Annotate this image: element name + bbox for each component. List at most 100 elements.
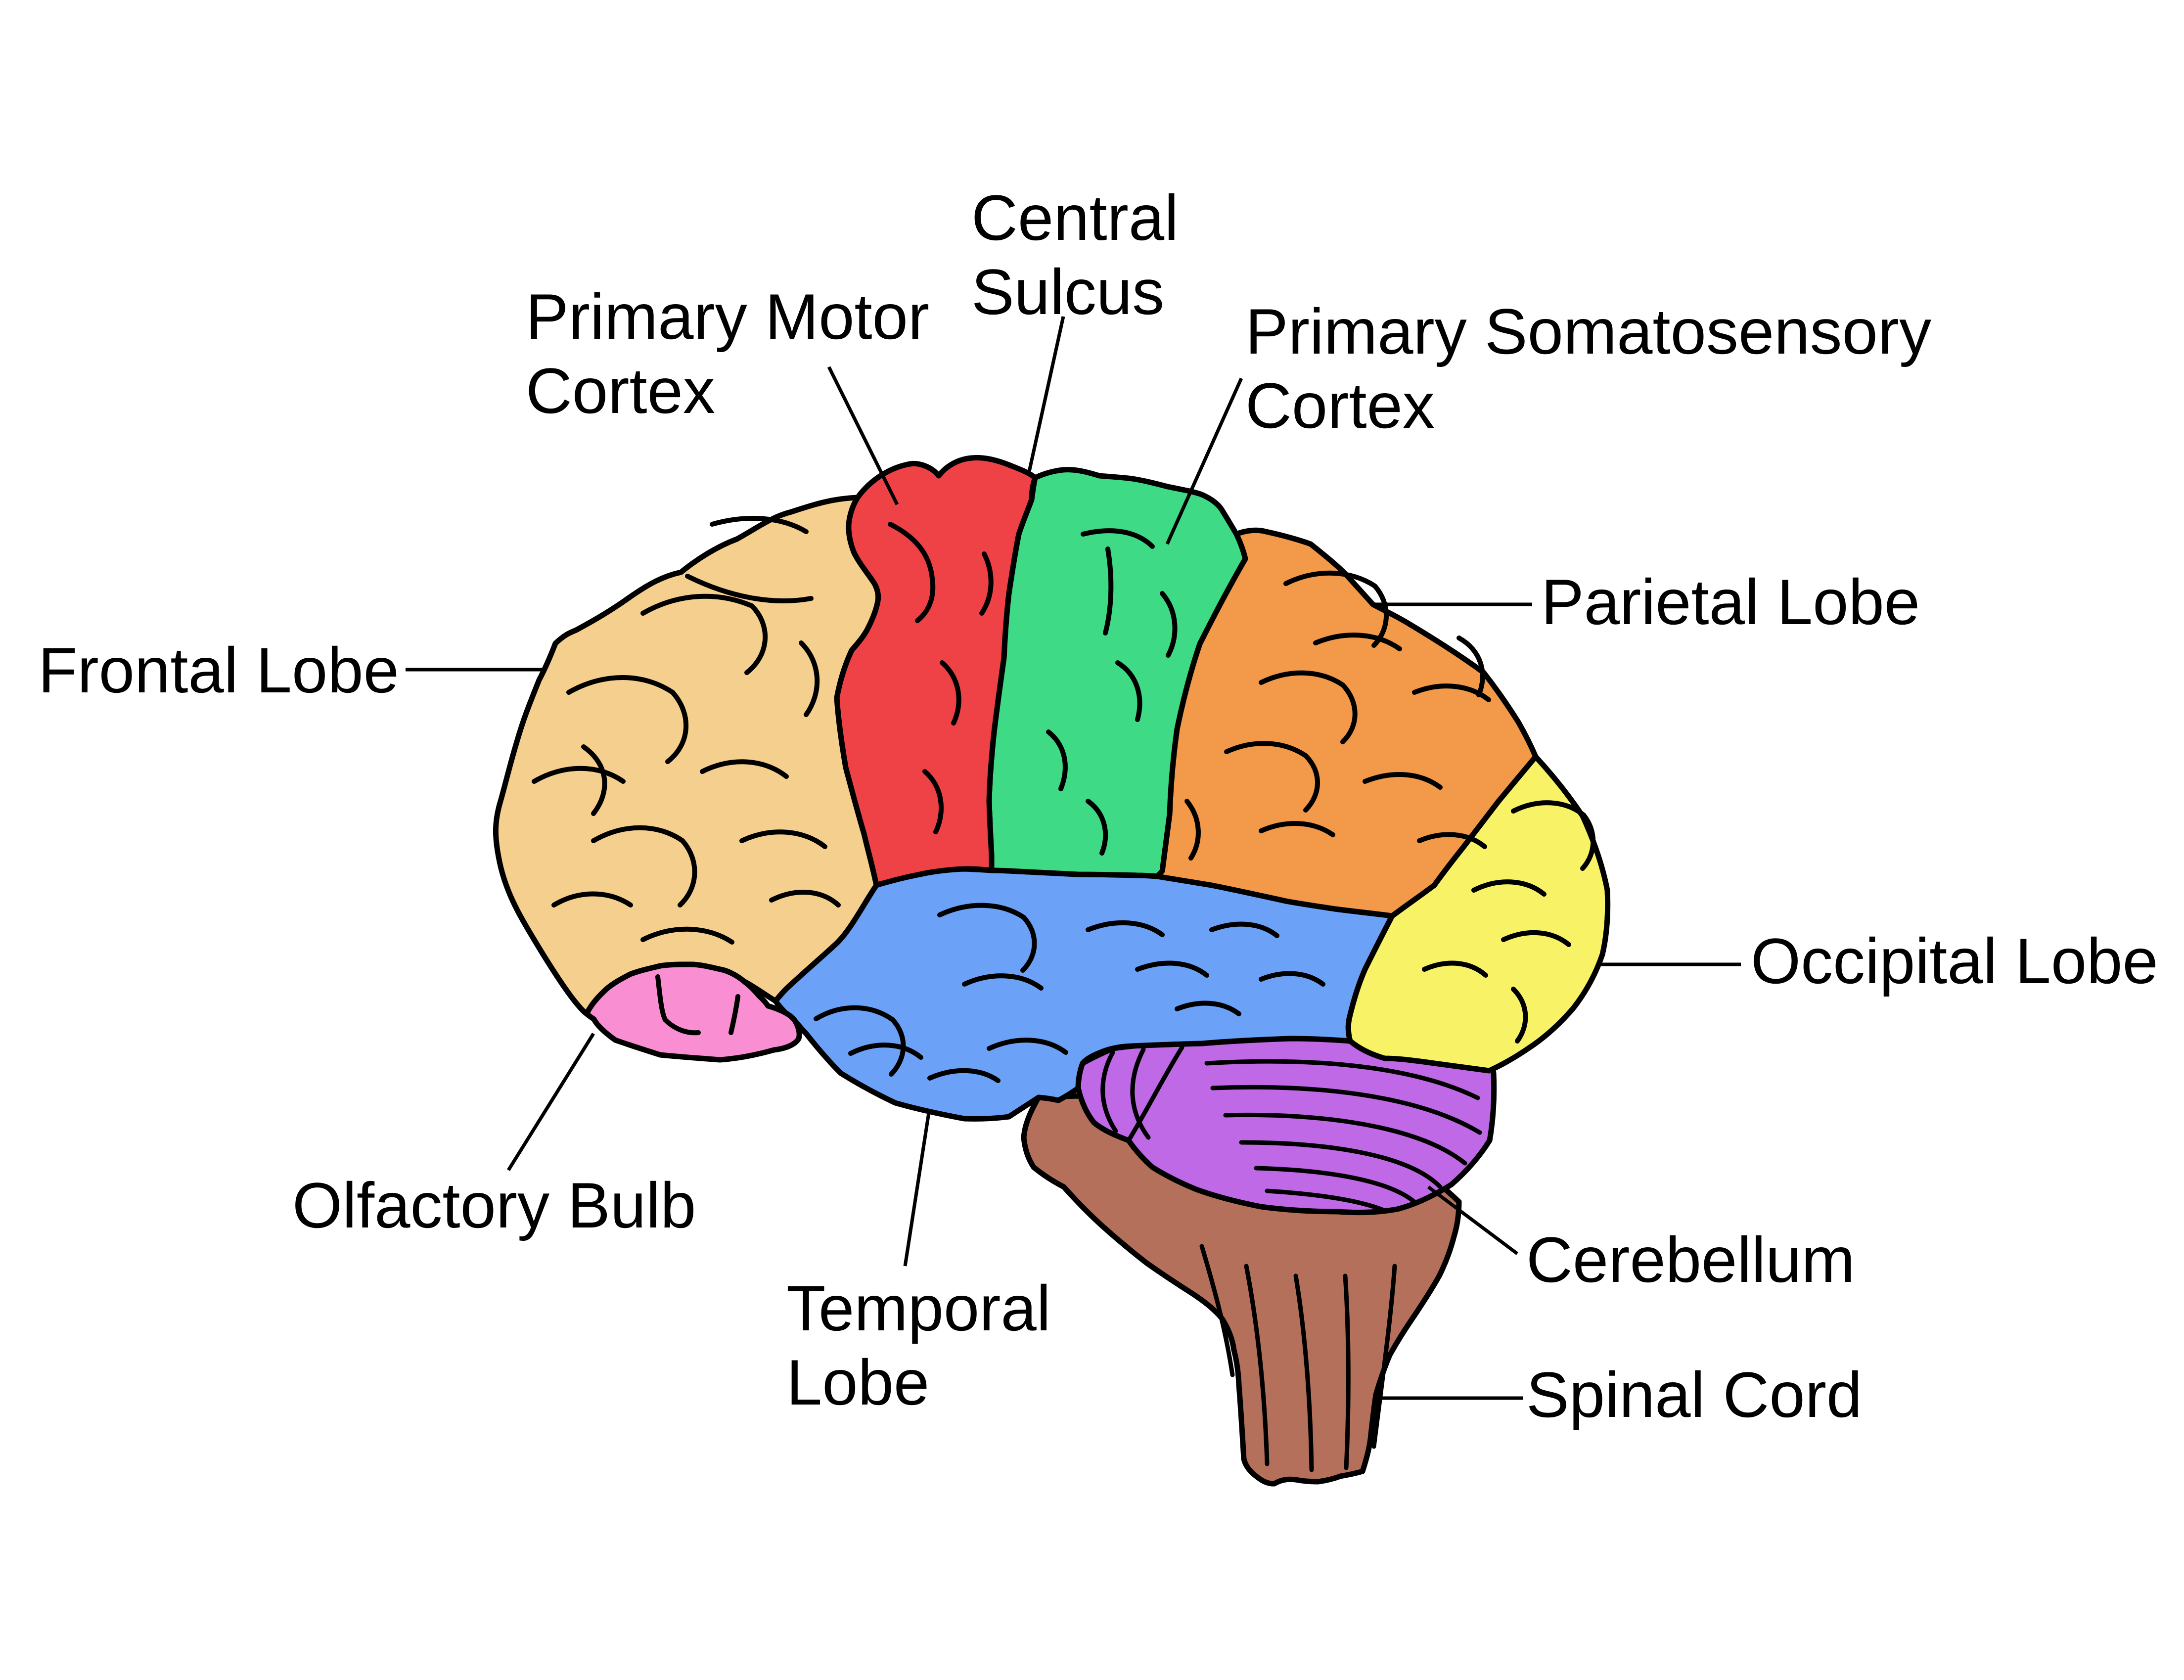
gyrus-line — [927, 1068, 1001, 1083]
gyrus-line — [581, 744, 607, 816]
gyrus-line — [728, 994, 740, 1035]
gyrus-line — [551, 891, 633, 908]
gyrus-line — [665, 690, 689, 764]
gyrus-line — [1283, 570, 1377, 589]
olfactory-crease-lines — [655, 974, 740, 1036]
gyrus-line — [1115, 660, 1142, 722]
cerebellum-group — [1075, 1035, 1497, 1216]
gyrus-line — [1303, 753, 1320, 813]
motor-gyri-lines — [888, 522, 994, 834]
gyrus-line — [1501, 930, 1571, 947]
gyrus-line — [937, 903, 1026, 920]
parietal-gyri-lines — [1184, 570, 1491, 861]
gyrus-line — [922, 769, 944, 834]
striation-line — [1239, 1140, 1443, 1189]
olfactory-bulb-label: Olfactory Bulb — [292, 1169, 696, 1241]
gyrus-line — [940, 660, 961, 726]
primary-motor-cortex-label-line1: Primary Motor — [526, 280, 929, 353]
striation-line — [1100, 1050, 1118, 1134]
cerebellum-label: Cerebellum — [1526, 1224, 1855, 1296]
gyrus-line — [1511, 987, 1528, 1044]
striation-line — [1199, 1244, 1235, 1377]
striation-line — [1210, 1085, 1482, 1135]
gyrus-line — [799, 640, 820, 717]
gyrus-line — [1259, 670, 1345, 687]
occipital-lobe-label: Occipital Lobe — [1751, 925, 2158, 997]
gyrus-line — [739, 829, 827, 849]
gyrus-line — [678, 838, 697, 908]
striation-line — [1244, 1264, 1270, 1466]
gyrus-line — [1175, 1000, 1241, 1016]
gyrus-line — [744, 603, 768, 675]
olfactory-bulb-leader-line — [507, 1033, 595, 1171]
gyrus-line — [1340, 682, 1358, 744]
temporal-lobe-label-line2: Lobe — [786, 1346, 929, 1418]
gyrus-line — [1259, 971, 1325, 987]
striation-line — [1343, 1273, 1351, 1470]
gyrus-line — [640, 593, 754, 616]
gyrus-line — [814, 1005, 895, 1022]
leader-lines — [406, 316, 1741, 1400]
gyrus-line — [1086, 799, 1108, 856]
gyrus-line — [1103, 546, 1114, 636]
striation-line — [1265, 1188, 1387, 1213]
gyrus-line — [710, 516, 809, 534]
gyrus-line — [888, 522, 935, 581]
spinal-cord-label: Spinal Cord — [1526, 1359, 1862, 1431]
gyrus-line — [566, 675, 675, 695]
gyrus-line — [1184, 799, 1201, 861]
striation-line — [1371, 1264, 1397, 1449]
primary-somatosensory-cortex-label-line2: Cortex — [1245, 369, 1435, 442]
labels: Frontal Lobe Primary Motor Cortex Centra… — [38, 182, 2158, 1431]
striation-line — [1126, 1045, 1184, 1143]
gyrus-line — [1209, 921, 1279, 938]
gyrus-line — [1580, 813, 1596, 871]
temporal-gyri-lines — [814, 903, 1325, 1083]
frontal-lobe-label: Frontal Lobe — [38, 634, 399, 706]
frontal-gyri-lines — [532, 516, 841, 945]
gyrus-line — [1046, 729, 1068, 791]
gyrus-line — [1511, 800, 1586, 817]
temporal-lobe-leader-line — [903, 1112, 931, 1267]
frontal-lobe-group — [493, 495, 881, 1017]
gyrus-line — [1471, 879, 1547, 897]
gyrus-line — [1422, 960, 1488, 978]
gyrus-line — [915, 576, 936, 623]
gyrus-line — [532, 766, 626, 784]
temporal-lobe-label-line1: Temporal — [786, 1272, 1051, 1344]
gyrus-line — [685, 574, 814, 603]
striation-line — [1293, 1273, 1314, 1472]
gyrus-line — [979, 551, 994, 616]
striation-line — [1223, 1112, 1467, 1166]
gyrus-line — [1086, 920, 1165, 937]
gyrus-line — [1160, 591, 1178, 658]
gyrus-line — [663, 1017, 701, 1036]
parietal-lobe-label: Parietal Lobe — [1541, 566, 1920, 638]
striation-line — [1204, 1059, 1480, 1100]
gyrus-line — [987, 1038, 1068, 1055]
cerebellum-striation-lines — [1100, 1045, 1482, 1213]
gyrus-line — [700, 759, 789, 779]
primary-somatosensory-cortex-leader-line — [1165, 377, 1243, 545]
gyrus-line — [1081, 528, 1155, 549]
gyrus-line — [1456, 636, 1485, 697]
gyrus-line — [1135, 960, 1209, 978]
primary-motor-cortex-label-line2: Cortex — [526, 355, 715, 427]
olfactory-bulb-group — [584, 961, 802, 1063]
gyrus-line — [848, 1043, 923, 1060]
gyrus-line — [655, 974, 668, 1022]
cerebellum-leader-line — [1427, 1185, 1519, 1255]
olfactory-bulb-region — [584, 961, 802, 1063]
gyrus-line — [1313, 633, 1402, 651]
gyrus-line — [591, 825, 685, 843]
central-sulcus-leader-line — [1027, 316, 1065, 474]
spinal-cord-striation-lines — [1199, 1244, 1397, 1472]
occipital-gyri-lines — [1422, 800, 1596, 1044]
striation-line — [1130, 1047, 1151, 1140]
gyrus-line — [1224, 741, 1308, 758]
gyrus-line — [962, 973, 1044, 991]
primary-somatosensory-cortex-label-line1: Primary Somatosensory — [1245, 295, 1931, 367]
primary-motor-cortex-leader-line — [827, 366, 899, 505]
